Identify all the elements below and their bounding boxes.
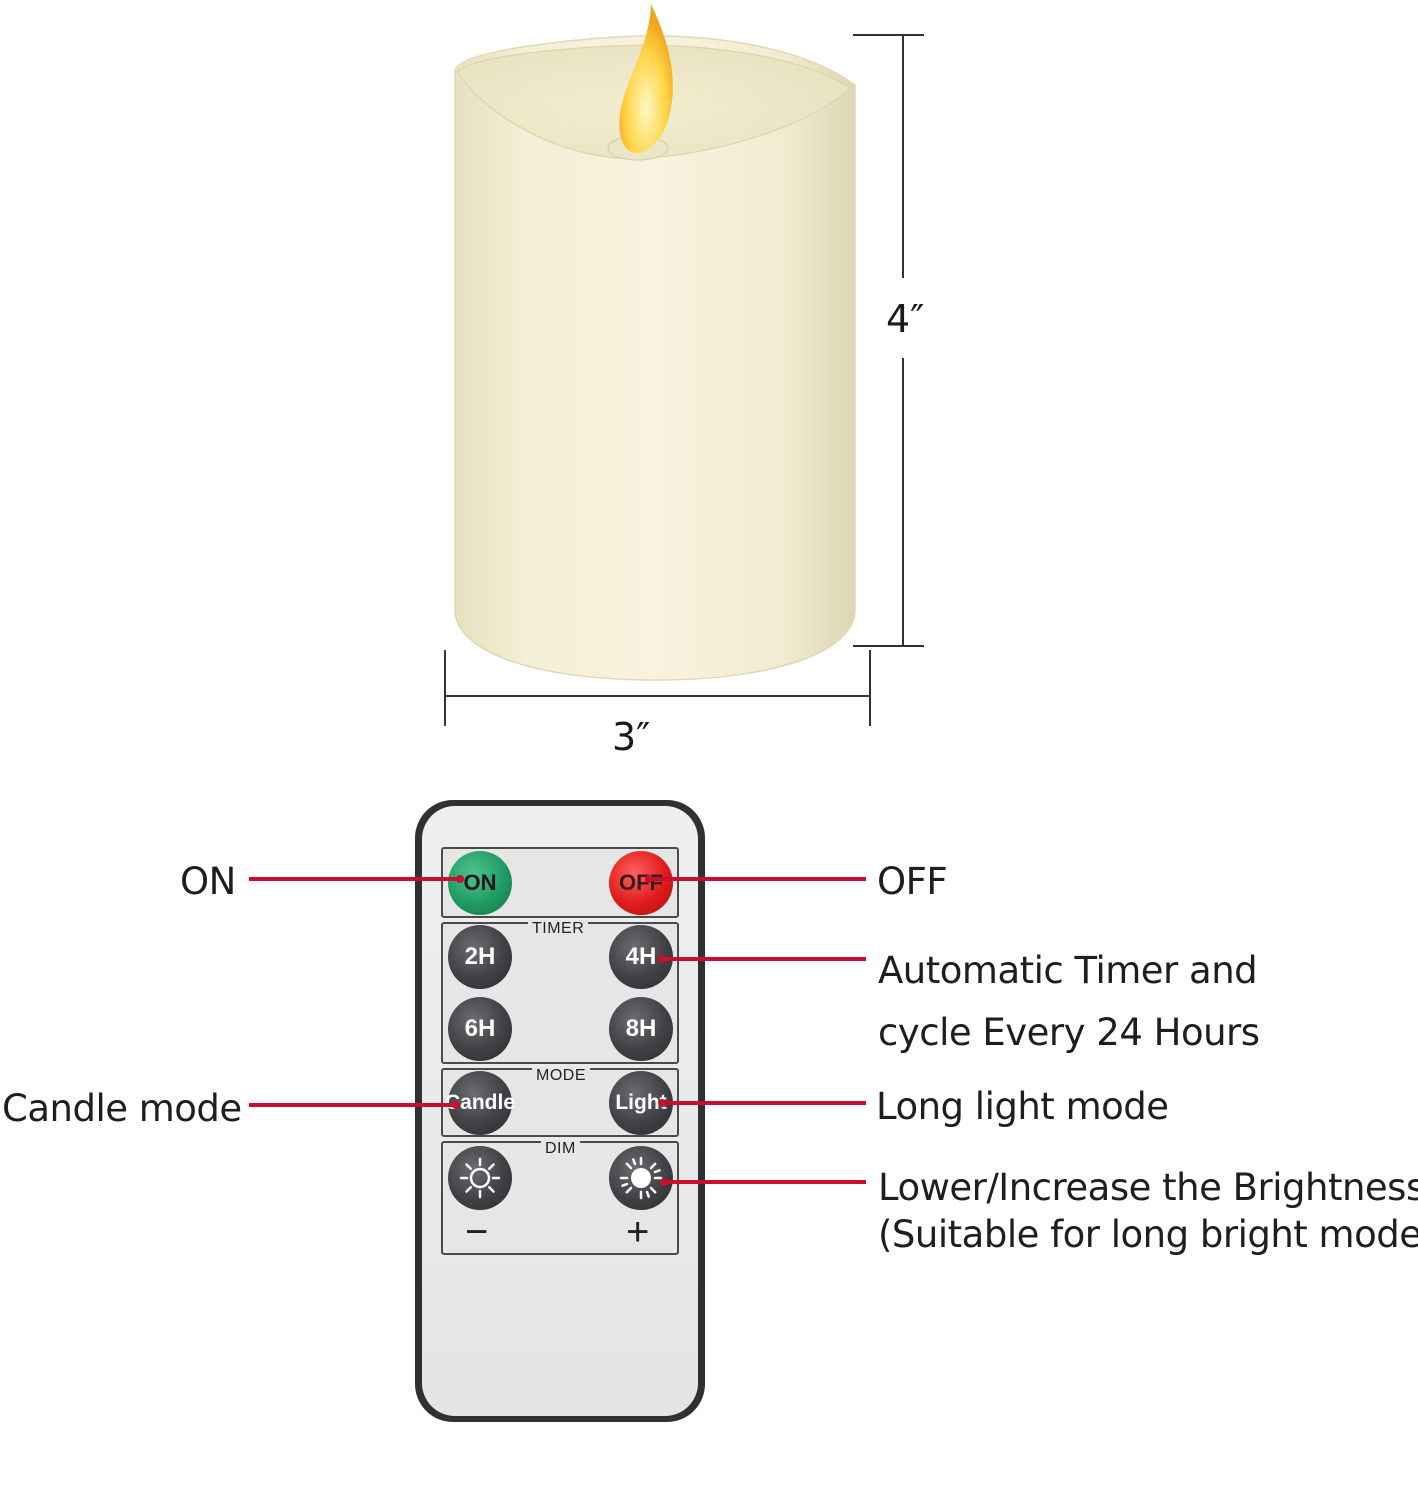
candle-body bbox=[454, 35, 856, 681]
brightness-callout-line1: Lower/Increase the Brightness bbox=[878, 1166, 1418, 1209]
off-callout-dot bbox=[645, 875, 653, 883]
brightness-callout-dot bbox=[660, 1178, 668, 1186]
timer-section-title: TIMER bbox=[528, 920, 589, 938]
off-callout-line bbox=[648, 877, 866, 881]
width-label: 3″ bbox=[612, 715, 651, 759]
on-button[interactable]: ON bbox=[448, 851, 512, 915]
brightness-callout-line bbox=[664, 1180, 866, 1184]
off-button[interactable]: OFF bbox=[609, 851, 673, 915]
candle-illustration bbox=[444, 4, 924, 726]
on-callout: ON bbox=[180, 860, 236, 903]
sun-outline-icon bbox=[459, 1157, 501, 1199]
dim-minus-sign: − bbox=[465, 1210, 489, 1254]
dim-minus-button[interactable] bbox=[448, 1146, 512, 1210]
timer-callout-dot bbox=[658, 955, 666, 963]
on-callout-dot bbox=[456, 875, 464, 883]
dim-plus-sign: + bbox=[626, 1210, 650, 1254]
timer-8h-button[interactable]: 8H bbox=[609, 997, 673, 1061]
brightness-callout: Lower/Increase the Brightness (Suitable … bbox=[878, 1164, 1418, 1258]
flame-icon bbox=[619, 4, 673, 154]
light-callout-dot bbox=[658, 1099, 666, 1107]
brightness-callout-line2: (Suitable for long bright mode) bbox=[878, 1213, 1418, 1256]
timer-callout: Automatic Timer and cycle Every 24 Hours bbox=[878, 940, 1260, 1064]
candle-mode-callout: Candle mode bbox=[2, 1087, 242, 1130]
mode-section-title: MODE bbox=[532, 1067, 590, 1085]
sun-filled-icon bbox=[619, 1156, 663, 1200]
light-mode-callout: Long light mode bbox=[876, 1085, 1169, 1128]
height-label: 4″ bbox=[886, 297, 925, 341]
timer-callout-line2: cycle Every 24 Hours bbox=[878, 1011, 1260, 1054]
timer-6h-button[interactable]: 6H bbox=[448, 997, 512, 1061]
off-callout: OFF bbox=[877, 860, 948, 903]
light-mode-button[interactable]: Light bbox=[609, 1071, 673, 1135]
light-callout-line bbox=[662, 1101, 866, 1105]
timer-callout-line bbox=[662, 957, 866, 961]
timer-callout-line1: Automatic Timer and bbox=[878, 949, 1258, 992]
candle-callout-dot bbox=[452, 1101, 460, 1109]
timer-2h-button[interactable]: 2H bbox=[448, 925, 512, 989]
candle-callout-line bbox=[249, 1103, 455, 1107]
dim-section-title: DIM bbox=[541, 1140, 580, 1158]
on-callout-line bbox=[249, 877, 460, 881]
timer-4h-button[interactable]: 4H bbox=[609, 925, 673, 989]
